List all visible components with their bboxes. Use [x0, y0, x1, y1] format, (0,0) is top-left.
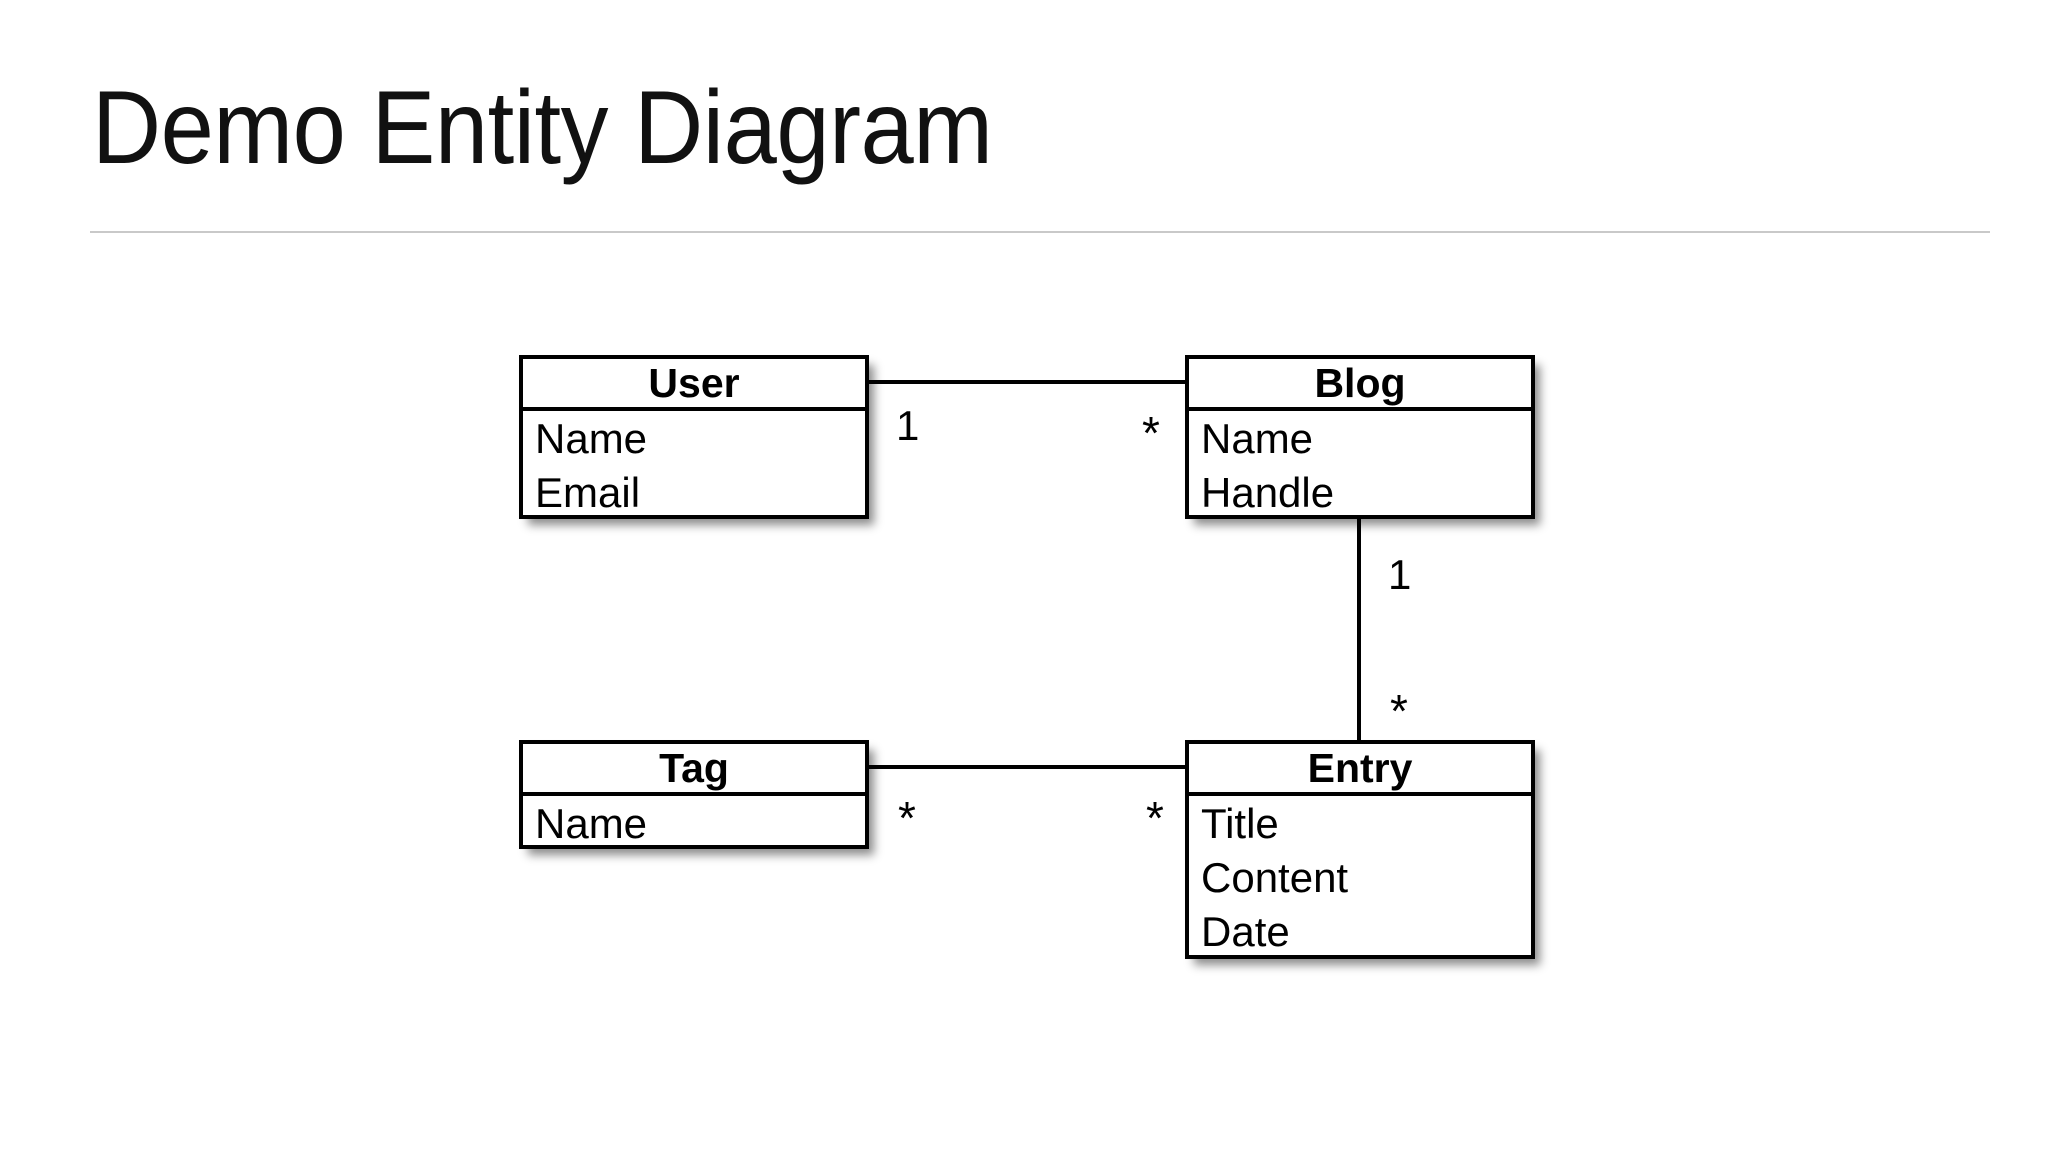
entity-attribute: Name	[535, 800, 648, 847]
page-title: Demo Entity Diagram	[92, 70, 993, 186]
entity-attribute: Title	[1201, 800, 1279, 847]
entity-box-blog[interactable]: Blog Name Handle	[1185, 355, 1535, 519]
entity-attribute: Name	[535, 415, 648, 462]
entity-name-tag: Tag	[523, 744, 865, 796]
entity-attributes-blog: Name Handle	[1189, 411, 1531, 520]
title-divider	[90, 231, 1990, 233]
entity-attributes-entry: Title Content Date	[1189, 796, 1531, 959]
relationship-line-tag-entry	[865, 765, 1189, 769]
entity-box-tag[interactable]: Tag Name	[519, 740, 869, 849]
entity-attribute: Content	[1201, 854, 1349, 901]
entity-attributes-tag: Name	[523, 796, 865, 851]
entity-name-blog: Blog	[1189, 359, 1531, 411]
cardinality-blog-entry-to: *	[1390, 685, 1408, 737]
relationship-line-user-blog	[865, 380, 1189, 384]
entity-name-entry: Entry	[1189, 744, 1531, 796]
entity-attribute: Date	[1201, 908, 1290, 955]
entity-name-user: User	[523, 359, 865, 411]
entity-attribute: Name	[1201, 415, 1314, 462]
entity-attribute: Email	[535, 469, 641, 516]
cardinality-blog-entry-from: 1	[1388, 551, 1412, 598]
cardinality-tag-entry-to: *	[1146, 792, 1164, 844]
cardinality-tag-entry-from: *	[898, 792, 916, 844]
entity-box-user[interactable]: User Name Email	[519, 355, 869, 519]
cardinality-user-blog-to: *	[1142, 407, 1160, 459]
entity-attributes-user: Name Email	[523, 411, 865, 520]
relationship-line-blog-entry	[1357, 515, 1361, 744]
entity-attribute: Handle	[1201, 469, 1335, 516]
entity-box-entry[interactable]: Entry Title Content Date	[1185, 740, 1535, 959]
cardinality-user-blog-from: 1	[896, 402, 920, 449]
